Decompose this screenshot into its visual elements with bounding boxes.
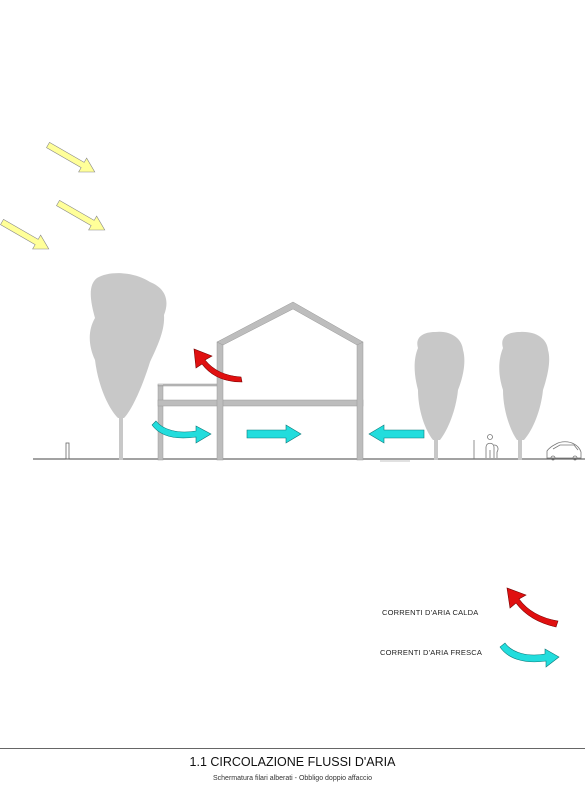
legend-cool-air-label: CORRENTI D'ARIA FRESCA [380,648,483,657]
tree-icon [414,331,465,460]
building-section [157,301,364,461]
car-icon [546,441,582,461]
title-divider [0,748,585,749]
cool-air-arrow [246,424,302,444]
sun-ray-arrow [53,195,110,238]
legend-hot-air-label: CORRENTI D'ARIA CALDA [382,608,479,617]
diagram-subtitle: Schermatura filari alberati - Obbligo do… [212,775,372,782]
legend-cool-air-arrow [499,642,560,668]
sun-ray-arrow [43,137,100,180]
legend-hot-air-arrow [506,587,559,628]
cool-air-arrow [151,420,212,444]
person-icon [485,434,499,458]
tree-icon [89,273,167,460]
diagram-title: 1.1 CIRCOLAZIONE FLUSSI D'ARIA [189,755,396,769]
sun-ray-arrow [0,214,54,257]
tree-icon [499,331,550,460]
hot-air-arrow [193,348,243,383]
cool-air-arrow [368,424,425,444]
bollard-icon [65,442,70,460]
